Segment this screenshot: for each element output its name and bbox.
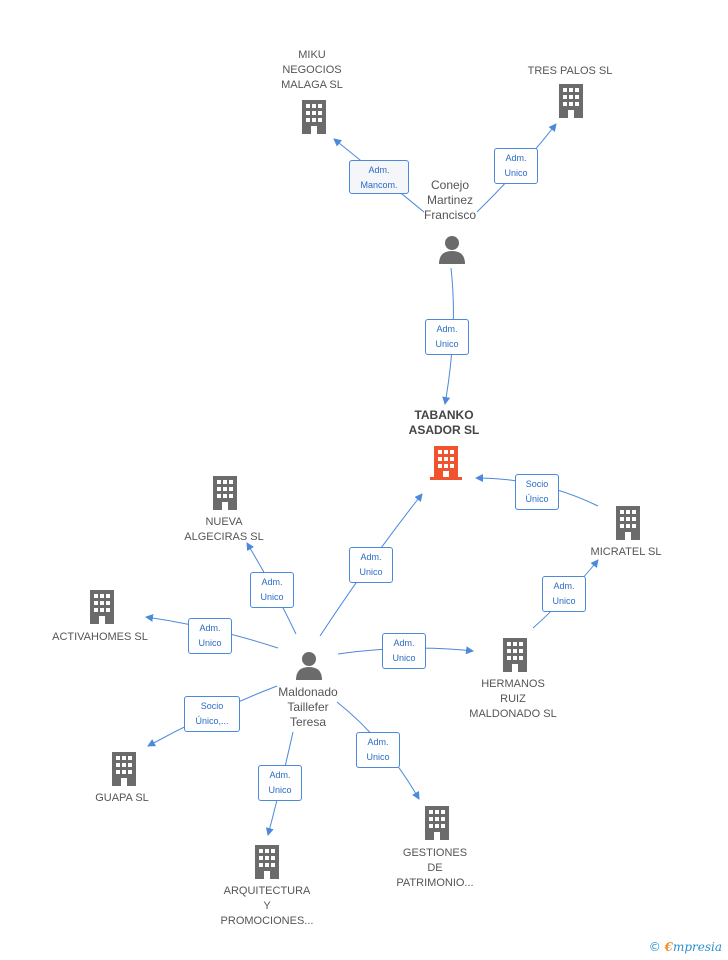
building-icon [425, 806, 449, 840]
node-label-activahomes: ACTIVAHOMES SL [52, 631, 148, 643]
node-label-gestiones: GESTIONES DE PATRIMONIO... [396, 847, 474, 889]
node-micratel[interactable] [614, 506, 642, 545]
relation-badge-conejo-tabanko[interactable]: Adm. Unico [425, 319, 469, 355]
relation-badge-maldonado-guapa[interactable]: Socio Único,... [184, 696, 240, 732]
building-icon [430, 446, 462, 480]
relation-badge-micratel-tabanko[interactable]: Socio Único [515, 474, 559, 510]
node-tabanko[interactable] [430, 446, 462, 485]
node-label-micratel: MICRATEL SL [590, 546, 662, 558]
node-label-guapa: GUAPA SL [95, 792, 149, 804]
relation-badge-maldonado-tabanko[interactable]: Adm. Unico [349, 547, 393, 583]
building-icon [255, 845, 279, 879]
relation-badge-maldonado-gestiones[interactable]: Adm. Unico [356, 732, 400, 768]
relation-badge-conejo-tres-palos[interactable]: Adm. Unico [494, 148, 538, 184]
node-label-hermanos: HERMANOS RUIZ MALDONADO SL [469, 678, 557, 720]
relation-badge-maldonado-hermanos[interactable]: Adm. Unico [382, 633, 426, 669]
relation-badge-conejo-miku[interactable]: Adm. Mancom. [349, 160, 409, 194]
node-label-tres-palos: TRES PALOS SL [527, 65, 613, 77]
building-icon [559, 84, 583, 118]
node-label-conejo: Conejo Martinez Francisco [423, 178, 476, 222]
building-icon [213, 476, 237, 510]
node-guapa[interactable] [110, 752, 138, 791]
node-conejo[interactable] [438, 234, 466, 269]
person-icon [296, 652, 322, 680]
relation-badge-maldonado-arquitectura[interactable]: Adm. Unico [258, 765, 302, 801]
node-hermanos[interactable] [501, 638, 529, 677]
brand-logo[interactable]: © €mpresia [649, 940, 722, 954]
copyright-symbol: © [648, 940, 661, 954]
brand-name: mpresia [672, 940, 722, 954]
node-arquitectura[interactable] [253, 845, 281, 884]
node-activahomes[interactable] [88, 590, 116, 629]
node-label-arquitectura: ARQUITECTURA Y PROMOCIONES... [220, 885, 314, 927]
node-label-maldonado: Maldonado Taillefer Teresa [278, 685, 338, 729]
building-icon [503, 638, 527, 672]
relation-badge-maldonado-activahomes[interactable]: Adm. Unico [188, 618, 232, 654]
node-gestiones[interactable] [423, 806, 451, 845]
node-maldonado[interactable] [295, 650, 323, 685]
person-icon [439, 236, 465, 264]
brand-name-initial: € [664, 940, 673, 954]
building-icon [90, 590, 114, 624]
node-label-nueva-algeciras: NUEVA ALGECIRAS SL [184, 516, 264, 543]
node-label-miku: MIKU NEGOCIOS MALAGA SL [281, 49, 343, 91]
node-label-tabanko: TABANKO ASADOR SL [408, 408, 480, 437]
building-icon [302, 100, 326, 134]
relation-badge-hermanos-micratel[interactable]: Adm. Unico [542, 576, 586, 612]
building-icon [616, 506, 640, 540]
relation-badge-maldonado-nueva-algeciras[interactable]: Adm. Unico [250, 572, 294, 608]
building-icon [112, 752, 136, 786]
node-tres-palos[interactable] [557, 84, 585, 123]
node-miku[interactable] [300, 100, 328, 139]
node-nueva-algeciras[interactable] [211, 476, 239, 515]
